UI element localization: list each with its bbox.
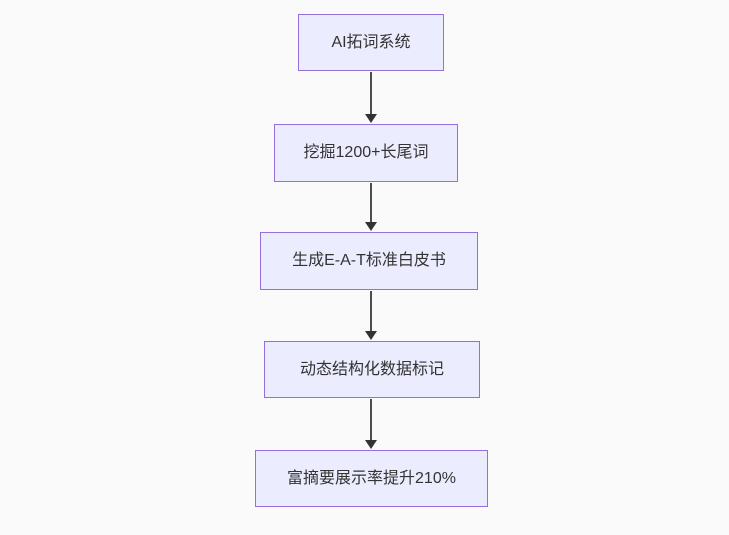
flow-node-eat-whitepaper: 生成E-A-T标准白皮书 (260, 232, 478, 290)
flow-node-structured-data-markup: 动态结构化数据标记 (264, 341, 480, 398)
arrow-down-icon (365, 331, 377, 340)
arrow-down-icon (365, 440, 377, 449)
flow-node-label: 动态结构化数据标记 (299, 360, 444, 378)
edge-line-2 (370, 183, 372, 222)
edge-line-1 (370, 72, 372, 114)
flow-node-label: 富摘要展示率提升210% (287, 469, 456, 487)
flow-node-label: AI拓词系统 (331, 33, 411, 51)
flow-node-rich-snippet-rate: 富摘要展示率提升210% (255, 450, 488, 507)
flow-node-ai-keyword-system: AI拓词系统 (298, 14, 444, 71)
edge-line-3 (370, 291, 372, 331)
flow-node-label: 挖掘1200+长尾词 (303, 144, 429, 161)
flow-node-label: 生成E-A-T标准白皮书 (292, 252, 446, 269)
arrow-down-icon (365, 114, 377, 123)
edge-line-4 (370, 399, 372, 440)
arrow-down-icon (365, 222, 377, 231)
flow-node-longtail-keywords: 挖掘1200+长尾词 (274, 124, 458, 182)
